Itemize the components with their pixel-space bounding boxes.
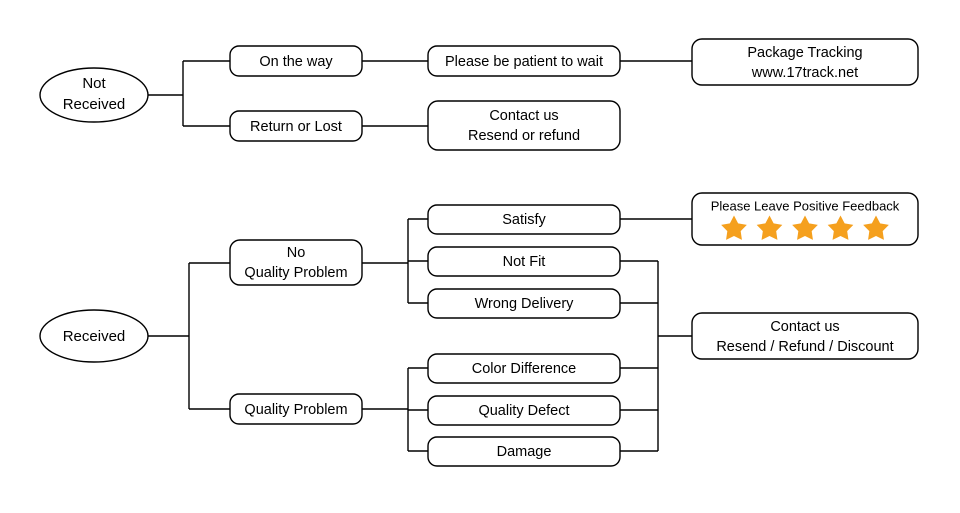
node-contact-us-discount-line2: Resend / Refund / Discount (716, 339, 893, 355)
node-contact-us-discount-line1: Contact us (770, 319, 839, 335)
node-positive-feedback-label: Please Leave Positive Feedback (711, 198, 900, 213)
star-icon[interactable] (863, 215, 889, 240)
node-contact-us-resend-or-refund[interactable]: Contact us Resend or refund (427, 100, 621, 151)
node-not-received-line1: Not (82, 75, 106, 92)
ellipse-not-received (39, 67, 149, 123)
box-damage (427, 436, 621, 467)
box-satisfy (427, 204, 621, 235)
star-icon[interactable] (827, 215, 854, 240)
node-please-be-patient-label: Please be patient to wait (445, 54, 603, 70)
node-quality-defect[interactable]: Quality Defect (427, 395, 621, 426)
node-on-the-way[interactable]: On the way (229, 45, 363, 77)
node-wrong-delivery[interactable]: Wrong Delivery (427, 288, 621, 319)
node-not-received[interactable]: Not Received (39, 67, 149, 123)
node-no-quality-problem-line1: No (287, 245, 306, 261)
node-quality-defect-label: Quality Defect (478, 403, 569, 419)
node-positive-feedback[interactable]: Please Leave Positive Feedback (691, 192, 919, 246)
box-please-be-patient (427, 45, 621, 77)
box-contact-us-resend-or-refund (427, 100, 621, 151)
node-not-fit[interactable]: Not Fit (427, 246, 621, 277)
ellipse-received (39, 309, 149, 363)
box-return-or-lost (229, 110, 363, 142)
box-color-difference (427, 353, 621, 384)
node-no-quality-problem-line2: Quality Problem (244, 265, 347, 281)
node-damage[interactable]: Damage (427, 436, 621, 467)
node-satisfy[interactable]: Satisfy (427, 204, 621, 235)
node-not-fit-label: Not Fit (503, 254, 546, 270)
node-quality-problem-label: Quality Problem (244, 402, 347, 418)
box-not-fit (427, 246, 621, 277)
node-damage-label: Damage (497, 444, 552, 460)
node-color-difference-label: Color Difference (472, 361, 577, 377)
box-package-tracking (691, 38, 919, 86)
star-icon[interactable] (792, 215, 818, 240)
node-contact-us-resend-refund-discount[interactable]: Contact us Resend / Refund / Discount (691, 312, 919, 360)
node-color-difference[interactable]: Color Difference (427, 353, 621, 384)
node-on-the-way-label: On the way (259, 54, 333, 70)
node-please-be-patient-to-wait[interactable]: Please be patient to wait (427, 45, 621, 77)
box-contact-us-discount (691, 312, 919, 360)
node-not-received-line2: Received (63, 96, 126, 113)
star-icon[interactable] (721, 215, 747, 240)
box-no-quality-problem (229, 239, 363, 286)
node-received-label: Received (63, 328, 126, 345)
box-quality-problem (229, 393, 363, 425)
node-no-quality-problem[interactable]: No Quality Problem (229, 239, 363, 286)
node-return-or-lost[interactable]: Return or Lost (229, 110, 363, 142)
node-quality-problem[interactable]: Quality Problem (229, 393, 363, 425)
node-contact-us-resend-refund-line2: Resend or refund (468, 128, 580, 144)
node-package-tracking[interactable]: Package Tracking www.17track.net (691, 38, 919, 86)
box-wrong-delivery (427, 288, 621, 319)
node-satisfy-label: Satisfy (502, 212, 546, 228)
star-rating[interactable] (721, 215, 889, 240)
node-received[interactable]: Received (39, 309, 149, 363)
node-return-or-lost-label: Return or Lost (250, 119, 342, 135)
node-contact-us-resend-refund-line1: Contact us (489, 108, 558, 124)
node-package-tracking-line1: Package Tracking (747, 45, 862, 61)
box-on-the-way (229, 45, 363, 77)
star-icon[interactable] (756, 215, 783, 240)
node-package-tracking-url: www.17track.net (751, 65, 858, 81)
box-quality-defect (427, 395, 621, 426)
node-wrong-delivery-label: Wrong Delivery (475, 296, 575, 312)
